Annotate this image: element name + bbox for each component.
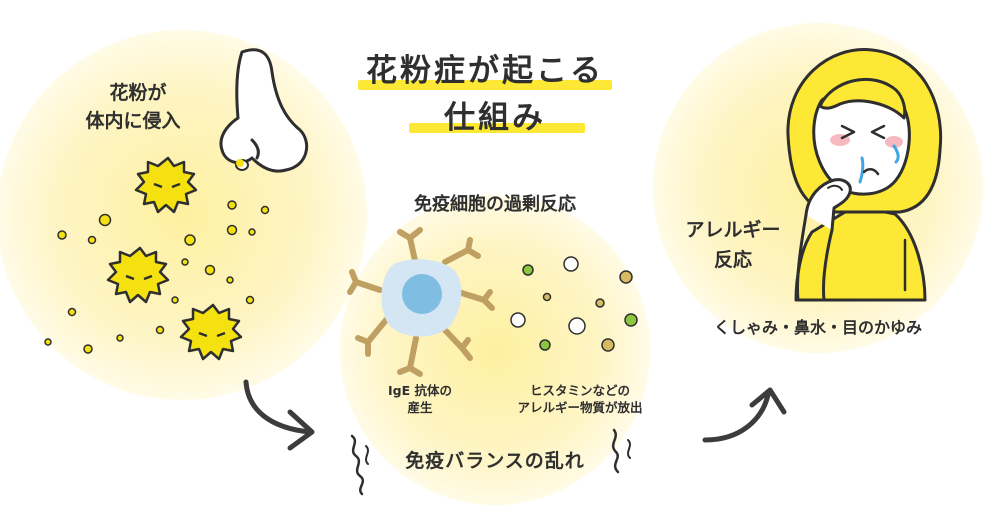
histamine-dots [510,256,638,352]
step2-heading: 免疫細胞の過剰反応 [414,194,576,215]
title-highlight-1 [358,80,612,90]
antibody-icon [347,227,495,377]
title-line-1: 花粉症が起こる [366,53,604,89]
squiggle-left-icon [350,434,365,496]
step2-left-caption-1: IgE 抗体の [388,383,452,398]
step2-left-caption-2: 産生 [407,400,433,415]
title-line-2: 仕組み [444,100,546,136]
pollen-icon [134,156,198,214]
step2-right-caption-2: アレルギー物質が放出 [517,400,643,415]
sneezing-person-icon [786,48,943,302]
squiggle-right-icon [611,428,620,474]
pollen-dots [44,200,270,354]
step1-label-line-1: 花粉が [109,82,167,104]
step2-right-caption-1: ヒスタミンなどの [529,383,630,398]
step1-label-line-2: 体内に侵入 [85,110,181,132]
pollen-icon [179,303,243,361]
arrow-step2-to-step3 [702,392,771,443]
arrow-step1-to-step2 [243,379,313,435]
step2-footer: 免疫バランスの乱れ [405,450,585,472]
nose-icon [219,48,309,173]
pollen-icon [106,246,170,304]
step3-symptoms: くしゃみ・鼻水・目のかゆみ [713,318,922,337]
step3-label-line-1: アレルギー [685,219,781,241]
step3-label-line-2: 反応 [713,249,752,271]
title-highlight-2 [409,123,585,133]
